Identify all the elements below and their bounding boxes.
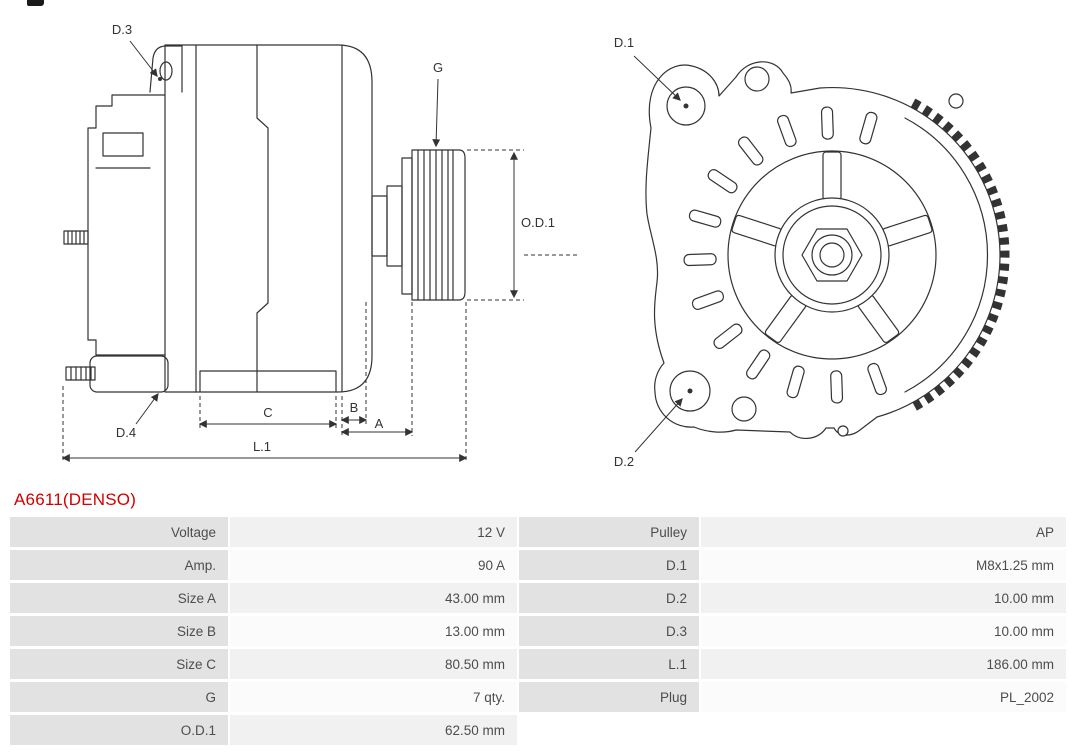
spec-value: 7 qty. [230,682,517,712]
dim-label-od1: O.D.1 [521,215,555,230]
spec-label: Amp. [10,550,228,580]
spec-label: Plug [519,682,699,712]
spec-label: D.3 [519,616,699,646]
spec-value: 12 V [230,517,517,547]
dim-label-b: B [350,400,359,415]
spec-value: 62.50 mm [230,715,517,745]
spec-label: D.1 [519,550,699,580]
pulley-front [727,150,937,360]
dim-label-d3: D.3 [112,22,132,37]
spec-label: L.1 [519,649,699,679]
label-g: G [432,60,443,148]
spec-label: G [10,682,228,712]
vent-slots [683,106,887,404]
dim-label-l1: L.1 [253,439,271,454]
spec-value: 10.00 mm [701,583,1066,613]
label-d2: D.2 [614,398,683,469]
spec-empty-cell [701,715,1066,745]
label-d4: D.4 [116,393,159,440]
screen-corner-artifact [27,0,44,6]
spec-empty-cell [519,715,699,745]
spec-label: O.D.1 [10,715,228,745]
dim-label-g: G [433,60,443,75]
shaft [371,185,403,267]
main-body [164,44,373,393]
spec-table: Voltage 12 V Pulley AP Amp. 90 A D.1 M8x… [10,517,1070,745]
spec-value: 43.00 mm [230,583,517,613]
dim-label-c: C [263,405,272,420]
spec-value: 186.00 mm [701,649,1066,679]
dim-label-d2: D.2 [614,454,634,469]
side-view-drawing: D.3 G O.D.1 D.4 C B A L.1 [61,22,580,462]
spec-value: AP [701,517,1066,547]
rear-housing [63,94,169,393]
dim-label-d4: D.4 [116,425,136,440]
spec-label: Pulley [519,517,699,547]
serrated-ring [910,98,1010,412]
spec-value: 80.50 mm [230,649,517,679]
lower-mounting-boss [89,355,169,393]
spec-value: 90 A [230,550,517,580]
spec-value: PL_2002 [701,682,1066,712]
spec-value: 13.00 mm [230,616,517,646]
spec-label: Voltage [10,517,228,547]
spec-value: M8x1.25 mm [701,550,1066,580]
dim-label-d1: D.1 [614,35,634,50]
bottom-dimensions: C B A L.1 [61,302,468,462]
label-d3: D.3 [112,22,162,81]
spec-label: D.2 [519,583,699,613]
label-d1: D.1 [614,35,681,101]
front-view-drawing: D.1 D.2 [614,35,1010,469]
dim-label-a: A [375,416,384,431]
technical-diagram: D.3 G O.D.1 D.4 C B A L.1 [61,22,1010,469]
top-mounting-ear [149,45,183,93]
pulley-side [401,149,466,301]
spec-label: Size B [10,616,228,646]
product-code-title[interactable]: A6611(DENSO) [14,490,137,509]
spec-label: Size C [10,649,228,679]
dimension-od1: O.D.1 [467,149,580,301]
spec-value: 10.00 mm [701,616,1066,646]
spec-label: Size A [10,583,228,613]
